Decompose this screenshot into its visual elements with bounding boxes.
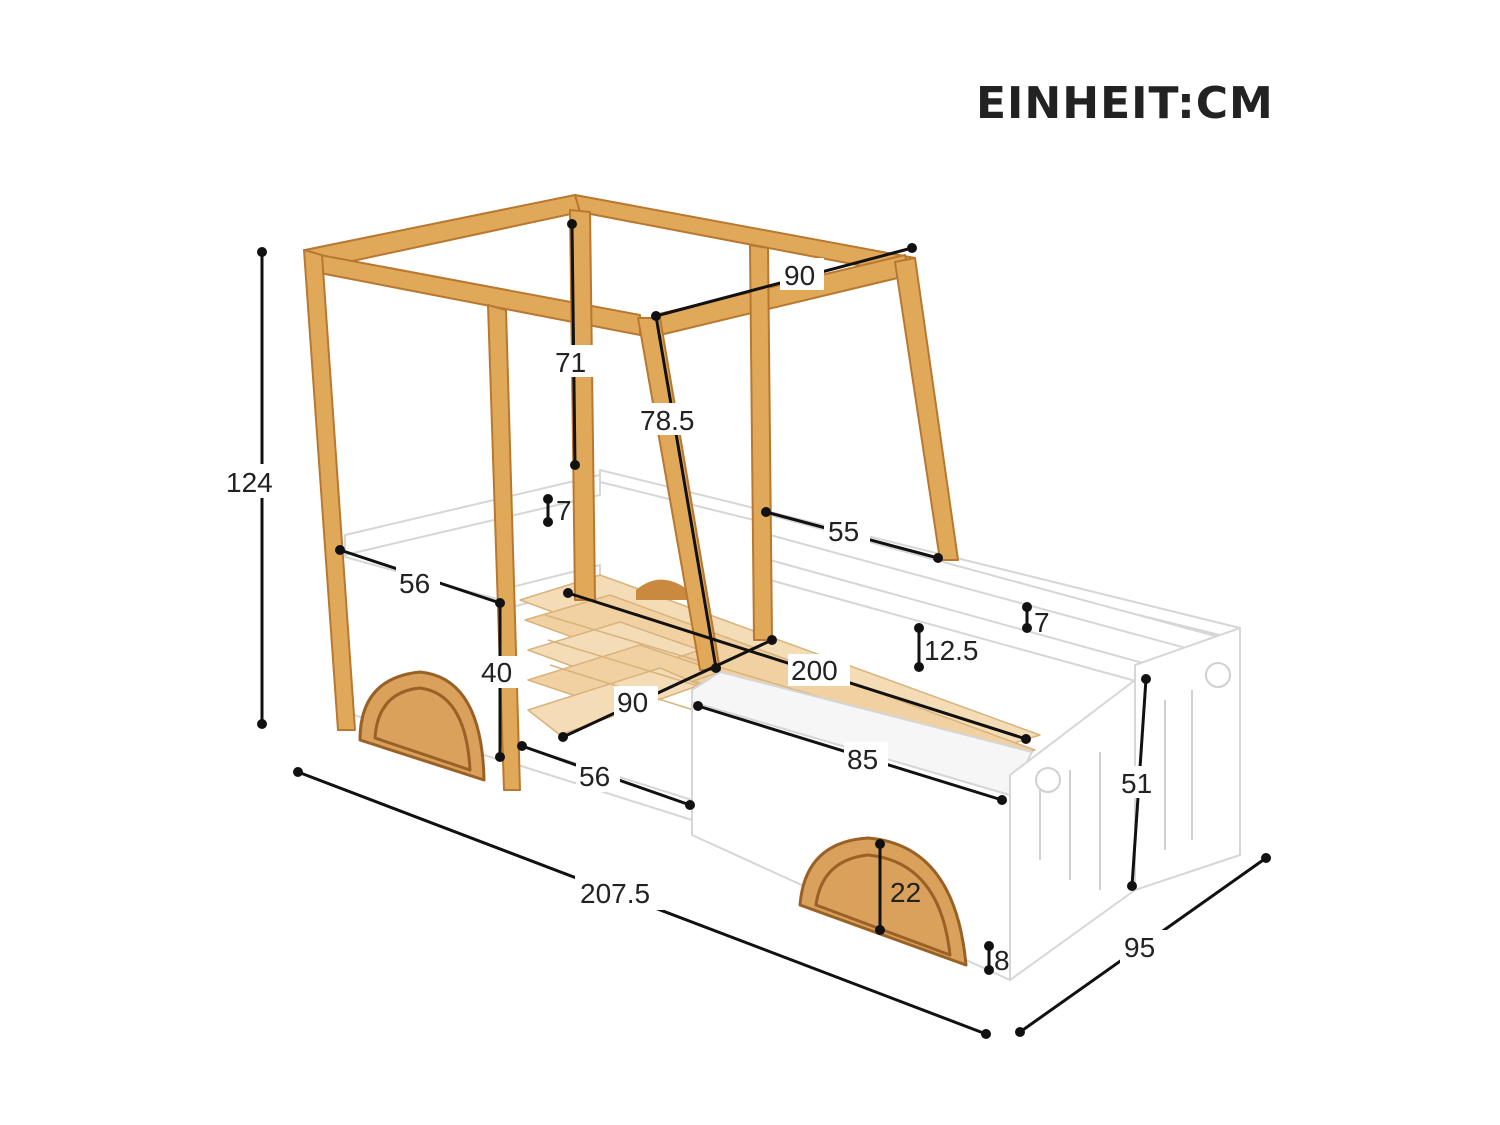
label-canopy-side: 55 — [828, 516, 859, 547]
dim-line-canopy-slant — [654, 315, 718, 669]
hood-front — [1009, 679, 1136, 981]
dim-line-slat-width — [562, 638, 773, 739]
label-side-gap: 12.5 — [924, 635, 979, 666]
label-total-width: 95 — [1124, 932, 1155, 963]
label-hood-height: 51 — [1121, 768, 1152, 799]
hood-grille — [1035, 662, 1231, 890]
label-canopy-height: 71 — [555, 347, 586, 378]
label-canopy-width: 90 — [784, 260, 815, 291]
dim-line-canopy-height — [570, 223, 577, 466]
label-wheel-height: 22 — [890, 877, 921, 908]
label-ground-clearance: 8 — [994, 945, 1010, 976]
label-slat-width: 90 — [617, 687, 648, 718]
dimension-labels: 124 207.5 95 90 71 78.5 7 55 56 40 90 56 — [222, 258, 1168, 976]
label-total-height: 124 — [226, 467, 273, 498]
rear-rail-top — [344, 474, 601, 556]
label-inner-length: 200 — [791, 655, 838, 686]
label-canopy-slant: 78.5 — [640, 405, 695, 436]
dimension-endpoints — [257, 219, 1271, 1039]
label-rear-panel-top: 56 — [399, 568, 430, 599]
bed-illustration — [303, 194, 1241, 981]
label-front-step: 56 — [579, 761, 610, 792]
rear-wheel — [358, 670, 486, 782]
label-side-rail: 7 — [1034, 607, 1050, 638]
label-rear-panel-height: 40 — [481, 657, 512, 688]
unit-title: EINHEIT:CM — [976, 78, 1274, 129]
label-front-panel: 85 — [847, 744, 878, 775]
label-total-length: 207.5 — [580, 878, 650, 909]
rear-hidden-wheel — [636, 579, 700, 600]
hood-side — [1134, 627, 1241, 891]
label-upper-rail: 7 — [556, 495, 572, 526]
